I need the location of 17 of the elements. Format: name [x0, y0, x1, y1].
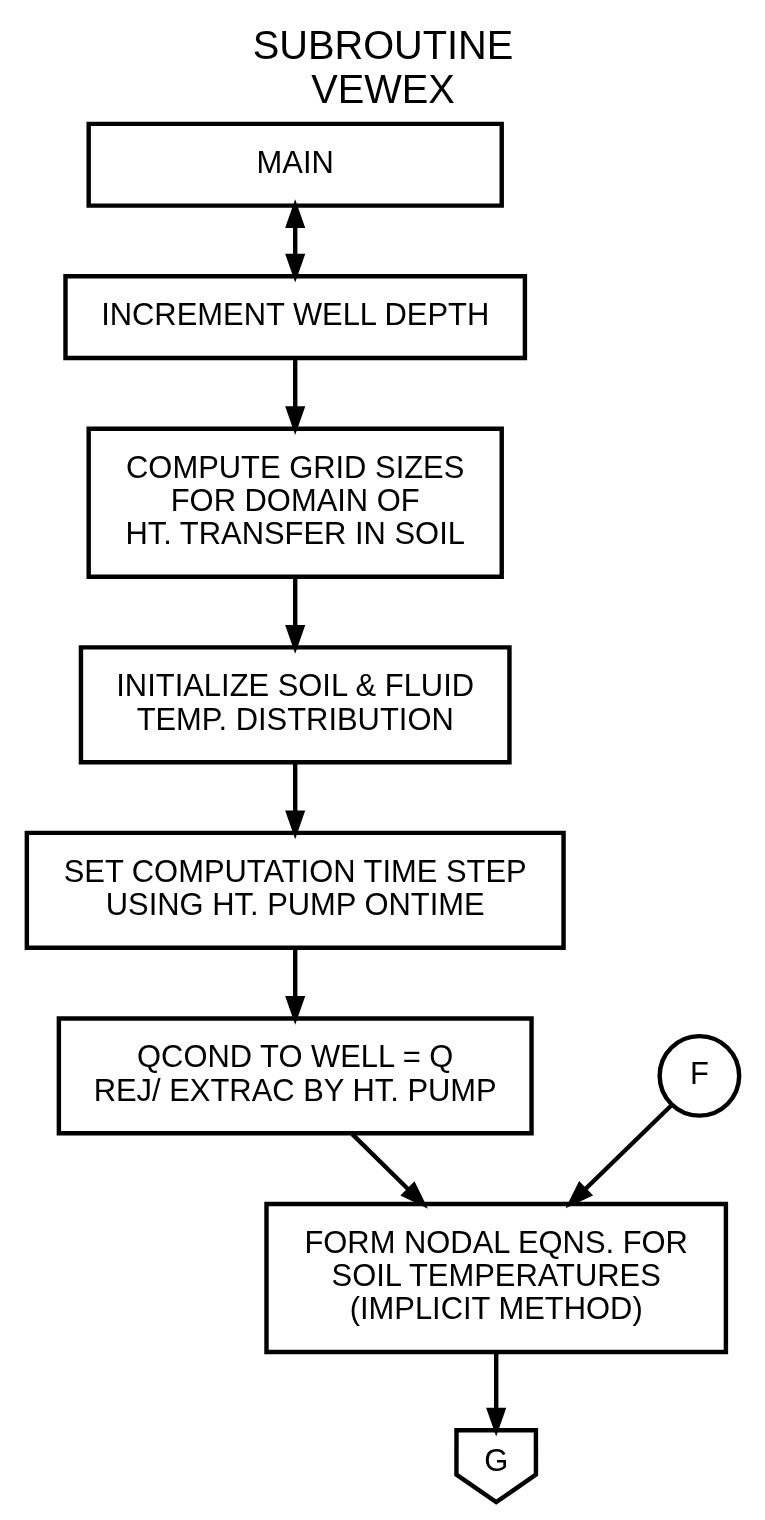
node-circle: F	[656, 1033, 741, 1118]
node-box: FORM NODAL EQNS. FOR SOIL TEMPERATURES (IMPLICIT METHOD)	[263, 1201, 728, 1355]
arrow	[485, 1352, 506, 1437]
node-box: QCOND TO WELL = Q REJ/ EXTRAC BY HT. PUMP	[56, 1016, 534, 1136]
arrow	[284, 199, 305, 283]
arrow	[284, 762, 305, 840]
node-box: MAIN	[85, 121, 504, 208]
arrow	[350, 1132, 428, 1209]
node-box: COMPUTE GRID SIZES FOR DOMAIN OF HT. TRANSFER IN SOIL	[85, 426, 504, 579]
node-box: INCREMENT WELL DEPTH	[62, 274, 527, 361]
arrow	[284, 576, 305, 654]
arrow	[284, 358, 305, 436]
arrow	[565, 1103, 674, 1209]
diagram-title: SUBROUTINE VEWEX	[252, 22, 513, 111]
node-box: INITIALIZE SOIL & FLUID TEMP. DISTRIBUTION	[78, 645, 512, 765]
node-box: SET COMPUTATION TIME STEP USING HT. PUMP ONTIME	[24, 830, 566, 950]
arrow	[284, 947, 305, 1025]
